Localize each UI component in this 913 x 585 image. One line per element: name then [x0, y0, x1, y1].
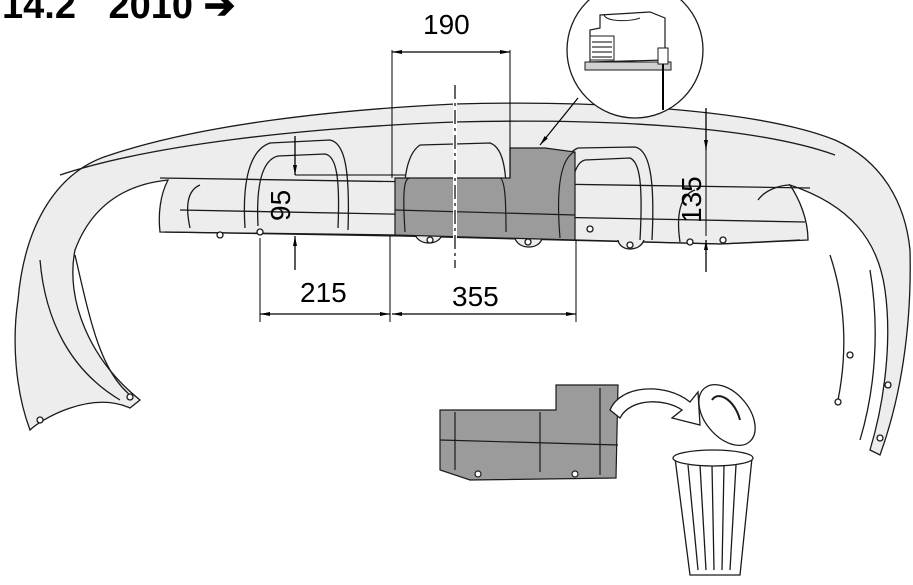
dim-190-label: 190 [423, 9, 470, 40]
dimension-lines [259, 50, 708, 322]
dim-355-label: 355 [452, 281, 499, 312]
step-number: 14.2 [2, 0, 76, 27]
dim-135-label: 135 [676, 176, 707, 223]
trash-bin-icon [672, 384, 756, 576]
step-title: 14.2 2010 ➔ [2, 0, 235, 27]
dim-95-label: 95 [265, 190, 296, 221]
removed-cutout-piece [439, 384, 619, 481]
rear-bumper [14, 102, 911, 456]
jigsaw-icon [566, 0, 704, 119]
dim-215-label: 215 [300, 277, 347, 308]
curved-arrow-icon [609, 388, 701, 426]
year-label: 2010 [109, 0, 194, 27]
arrow-right-icon: ➔ [204, 0, 236, 27]
